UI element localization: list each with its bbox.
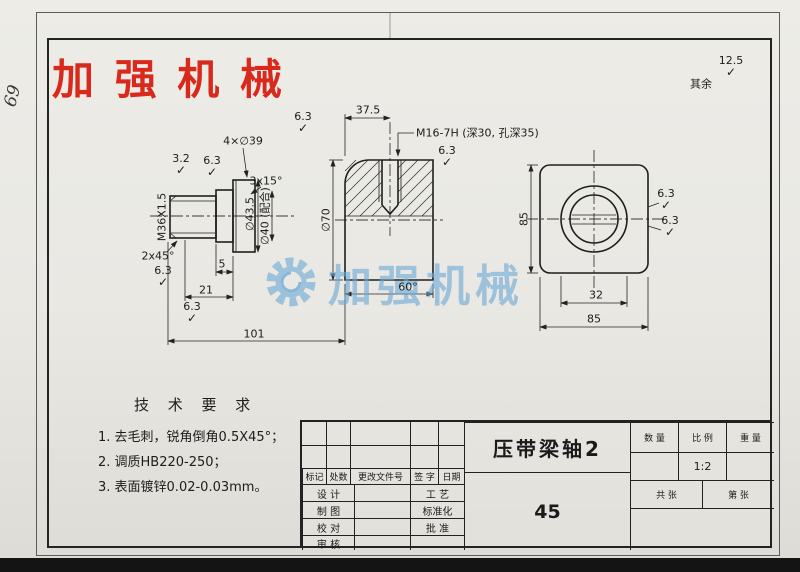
dim-4x-dia39: 4×∅39 <box>223 134 263 148</box>
titleblock-row-audit: 审 核 <box>302 535 354 550</box>
titleblock-cell-empty <box>354 484 410 501</box>
title-block: 标记 处数 更改文件号 签 字 日期 设 计 工 艺 制 图 标准化 校 对 批… <box>300 420 774 550</box>
titleblock-material: 45 <box>464 472 630 550</box>
roughness-6-3-g: 6.3 <box>661 215 679 237</box>
titleblock-cell-empty <box>410 535 464 550</box>
scan-edge <box>0 558 800 572</box>
titleblock-scale-value: 1:2 <box>678 452 726 480</box>
titleblock-rev-header-mark: 标记 <box>302 468 326 484</box>
roughness-3-2: 3.2 <box>172 153 190 175</box>
titleblock-scale-header: 比 例 <box>678 422 726 452</box>
titleblock-cell-empty <box>630 508 774 550</box>
dim-dia40-fit: ∅40 (配合) <box>258 187 272 245</box>
titleblock-row-draft: 制 图 <box>302 501 354 518</box>
titleblock-sheet-total: 共 张 <box>630 480 702 508</box>
tech-requirement-1: 1. 去毛刺，锐角倒角0.5X45°； <box>98 430 285 445</box>
dim-2x45: 2x45° <box>141 249 175 263</box>
dim-37-5: 37.5 <box>355 103 381 117</box>
roughness-6-3-f: 6.3 <box>657 188 675 210</box>
titleblock-rev-header-docno: 更改文件号 <box>350 468 410 484</box>
roughness-6-3-a: 6.3 <box>203 155 221 177</box>
titleblock-part-name: 压带梁轴2 <box>464 422 630 472</box>
titleblock-sheet-number: 第 张 <box>702 480 774 508</box>
dim-m36x1-5: M36X1.5 <box>155 192 169 242</box>
titleblock-rev-header-date: 日期 <box>438 468 464 484</box>
roughness-12-5: 12.5 <box>719 55 744 77</box>
titleblock-gridline <box>302 445 464 446</box>
dim-101: 101 <box>243 327 265 341</box>
scanned-sheet <box>0 0 800 558</box>
titleblock-row-approve: 批 准 <box>410 518 464 535</box>
dim-32: 32 <box>589 288 603 302</box>
tech-requirement-2: 2. 调质HB220-250； <box>98 455 227 470</box>
dim-dia43-5: ∅43.5 <box>243 196 257 232</box>
dim-85-bottom: 85 <box>587 312 601 326</box>
dim-60: 60° <box>398 280 418 294</box>
sheet-outer-border <box>36 12 780 556</box>
tech-requirement-3: 3. 表面镀锌0.02-0.03mm。 <box>98 480 268 495</box>
roughness-6-3-b: 6.3 <box>294 111 312 133</box>
technical-requirements: 技 术 要 求 1. 去毛刺，锐角倒角0.5X45°； 2. 调质HB220-2… <box>98 394 318 500</box>
titleblock-row-standard: 标准化 <box>410 501 464 518</box>
surface-rest-label: 其余 <box>690 77 712 91</box>
roughness-6-3-c: 6.3 <box>438 145 456 167</box>
titleblock-cell-empty <box>354 535 410 550</box>
titleblock-qty-value <box>630 452 678 480</box>
dim-5: 5 <box>218 257 226 271</box>
roughness-6-3-e: 6.3 <box>183 301 201 323</box>
titleblock-rev-header-sign: 签 字 <box>410 468 438 484</box>
tech-requirements-title: 技 术 要 求 <box>134 396 258 414</box>
titleblock-cell-empty <box>354 518 410 535</box>
callout-m16: M16-7H (深30, 孔深35) <box>416 126 539 140</box>
titleblock-weight-value <box>726 452 774 480</box>
titleblock-cell-empty <box>354 501 410 518</box>
titleblock-weight-header: 重 量 <box>726 422 774 452</box>
titleblock-row-process: 工 艺 <box>410 484 464 501</box>
brand-logo-text: 加 强 机 械 <box>52 55 285 104</box>
dim-dia70: ∅70 <box>319 208 333 232</box>
titleblock-row-check: 校 对 <box>302 518 354 535</box>
titleblock-row-design: 设 计 <box>302 484 354 501</box>
dim-85-left: 85 <box>517 212 531 226</box>
dim-21: 21 <box>199 283 213 297</box>
titleblock-rev-header-count: 处数 <box>326 468 350 484</box>
dim-3x15: 3x15° <box>249 174 283 188</box>
titleblock-qty-header: 数 量 <box>630 422 678 452</box>
roughness-6-3-d: 6.3 <box>154 265 172 287</box>
